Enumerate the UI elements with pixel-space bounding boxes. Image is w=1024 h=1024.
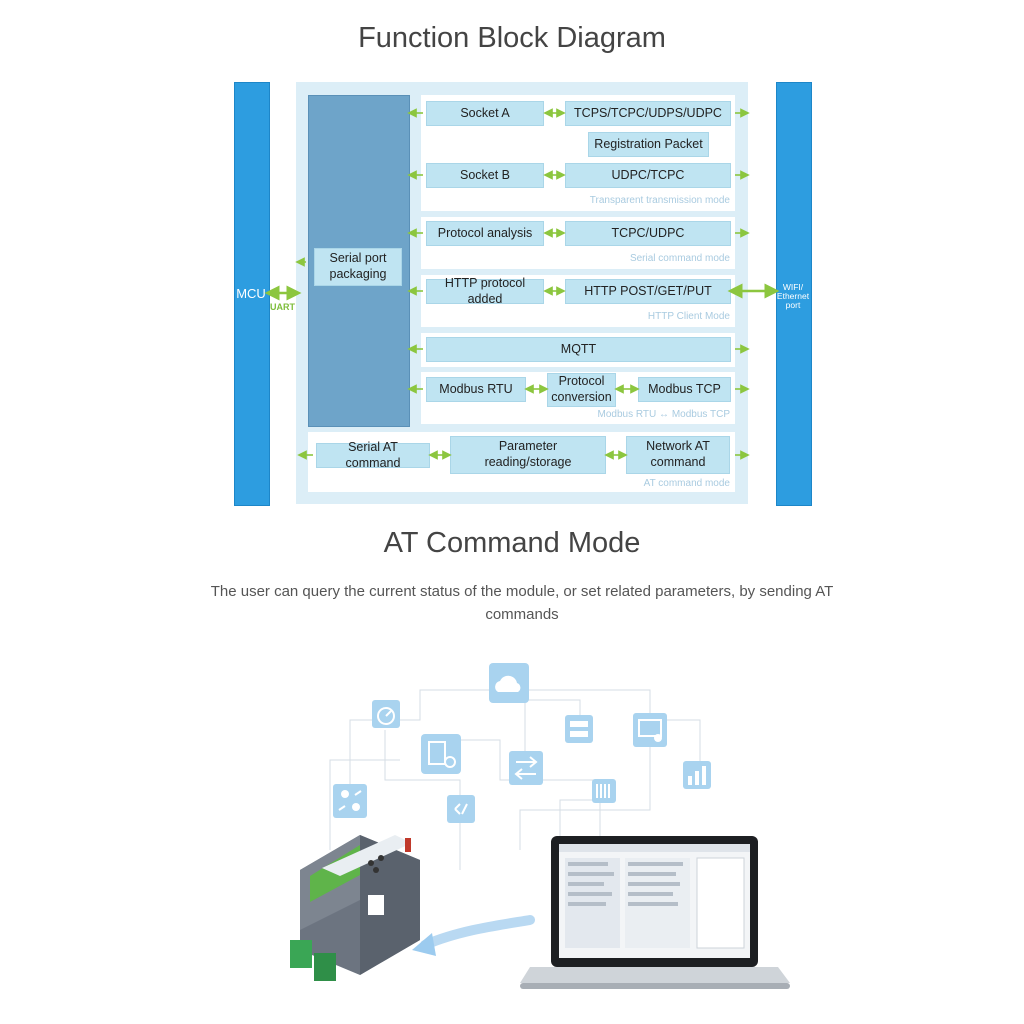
monitor-settings-icon — [633, 713, 667, 747]
transfer-icon — [509, 751, 543, 785]
connection-arrow — [412, 915, 535, 956]
at-command-illustration — [290, 663, 790, 989]
socket-a-box: Socket A — [426, 101, 544, 126]
http-client-mode-label: HTTP Client Mode — [647, 311, 730, 322]
uart-label: UART — [270, 302, 295, 312]
diagram-title: Function Block Diagram — [358, 22, 666, 54]
serial-at-command-box: Serial AT command — [316, 440, 430, 470]
transparent-mode-label: Transparent transmission mode — [589, 195, 730, 206]
protocol-conversion-box: Protocol conversion — [547, 373, 616, 407]
modbus-tcp-box: Modbus TCP — [638, 377, 731, 402]
mcu-label: MCU — [236, 286, 266, 301]
piano-keys-icon — [592, 779, 616, 803]
section-description: The user can query the current status of… — [210, 583, 834, 623]
bar-chart-icon — [683, 761, 711, 789]
mqtt-box: MQTT — [426, 337, 731, 362]
http-protocol-added-box: HTTP protocol added — [426, 276, 544, 306]
cloud-icon — [489, 663, 529, 703]
laptop — [520, 836, 790, 989]
section-title: AT Command Mode — [383, 527, 641, 559]
serial-port-packaging-box: Serial port packaging — [314, 248, 402, 286]
code-icon — [447, 795, 475, 823]
modbus-rtu-box: Modbus RTU — [426, 377, 526, 402]
gauge-icon — [372, 700, 400, 728]
modbus-mode-label: Modbus RTU ↔ Modbus TCP — [597, 409, 730, 420]
mcu-bar — [234, 82, 270, 506]
network-at-command-box: Network AT command — [626, 436, 730, 474]
user-exchange-icon — [333, 784, 367, 818]
parameter-reading-box: Parameter reading/storage — [450, 436, 606, 474]
network-icon — [565, 715, 593, 743]
tcpc-udpc-box: TCPC/UDPC — [565, 221, 731, 246]
document-search-icon — [421, 734, 461, 774]
serial-command-mode-label: Serial command mode — [629, 253, 730, 264]
socket-b-box: Socket B — [426, 163, 544, 188]
tcps-box: TCPS/TCPC/UDPS/UDPC — [565, 101, 731, 126]
udpc-tcpc-box: UDPC/TCPC — [565, 163, 731, 188]
registration-packet-box: Registration Packet — [588, 132, 709, 157]
at-command-mode-label: AT command mode — [643, 478, 730, 489]
rail-device — [290, 835, 420, 981]
wifi-ethernet-label: WIFI/ Ethernet port — [776, 282, 810, 310]
protocol-analysis-box: Protocol analysis — [426, 221, 544, 246]
